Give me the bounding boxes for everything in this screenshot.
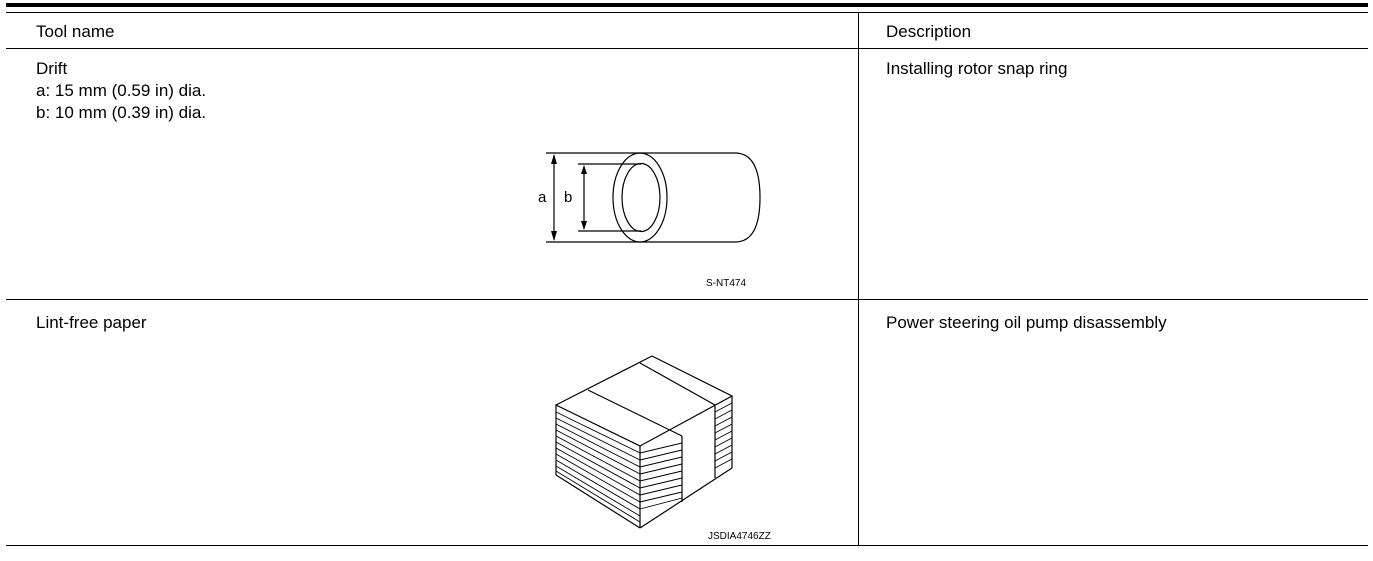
header-bottom-rule (6, 48, 1368, 49)
paper-figure-code: JSDIA4746ZZ (708, 531, 771, 542)
drift-figure-code: S-NT474 (706, 278, 746, 289)
drift-label-b: b (564, 189, 572, 206)
row1-description: Installing rotor snap ring (886, 59, 1068, 78)
row1-spec-b: b: 10 mm (0.39 in) dia. (36, 103, 207, 122)
column-divider (858, 12, 859, 546)
lint-free-paper-illustration: JSDIA4746ZZ (554, 355, 771, 542)
row1-tool-name: Drift (36, 59, 68, 78)
row2-tool-name: Lint-free paper (36, 313, 147, 332)
table-bottom-rule (6, 545, 1368, 546)
table-top-border (6, 3, 1368, 7)
drift-illustration: a b S-NT474 (538, 152, 761, 289)
header-tool-name: Tool name (36, 22, 115, 41)
row1-spec-a: a: 15 mm (0.59 in) dia. (36, 81, 207, 100)
header-top-rule (6, 12, 1368, 13)
row2-description: Power steering oil pump disassembly (886, 313, 1167, 332)
drift-label-a: a (538, 189, 547, 206)
header-description: Description (886, 22, 972, 41)
row-divider (6, 299, 1368, 300)
